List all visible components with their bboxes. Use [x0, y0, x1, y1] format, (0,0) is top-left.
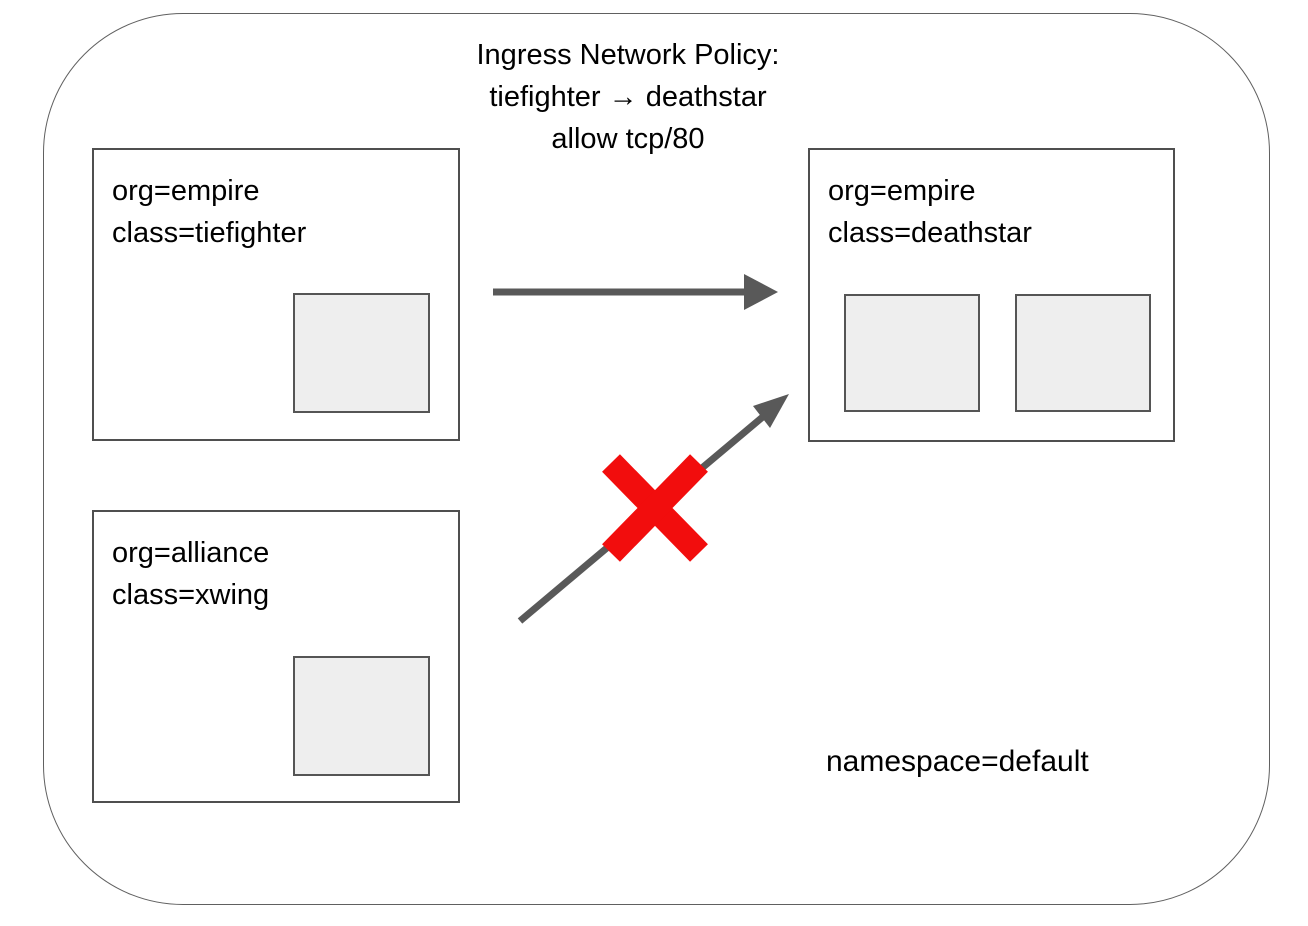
- policy-title-line-1: Ingress Network Policy:: [476, 39, 780, 71]
- group-labels-tiefighter: org=empire class=tiefighter: [112, 170, 306, 254]
- label-class-tiefighter: class=tiefighter: [112, 217, 307, 249]
- label-org-alliance: org=alliance: [112, 537, 270, 569]
- policy-title-line-2: tiefighter → deathstar: [489, 81, 767, 113]
- pod-square-deathstar-2: [1015, 294, 1151, 412]
- namespace-boundary: [43, 13, 1270, 905]
- pod-square-xwing: [293, 656, 430, 776]
- label-org-empire: org=empire: [828, 175, 976, 207]
- pod-square-tiefighter: [293, 293, 430, 413]
- policy-title-line-3: allow tcp/80: [551, 123, 705, 155]
- pod-square-deathstar-1: [844, 294, 980, 412]
- namespace-label: namespace=default: [826, 745, 1089, 778]
- group-box-xwing: org=alliance class=xwing: [92, 510, 460, 803]
- group-box-tiefighter: org=empire class=tiefighter: [92, 148, 460, 441]
- policy-title: Ingress Network Policy: tiefighter → dea…: [388, 34, 868, 160]
- group-box-deathstar: org=empire class=deathstar: [808, 148, 1175, 442]
- label-class-deathstar: class=deathstar: [828, 217, 1032, 249]
- label-org-empire: org=empire: [112, 175, 260, 207]
- group-labels-deathstar: org=empire class=deathstar: [828, 170, 1032, 254]
- group-labels-xwing: org=alliance class=xwing: [112, 532, 269, 616]
- label-class-xwing: class=xwing: [112, 579, 270, 611]
